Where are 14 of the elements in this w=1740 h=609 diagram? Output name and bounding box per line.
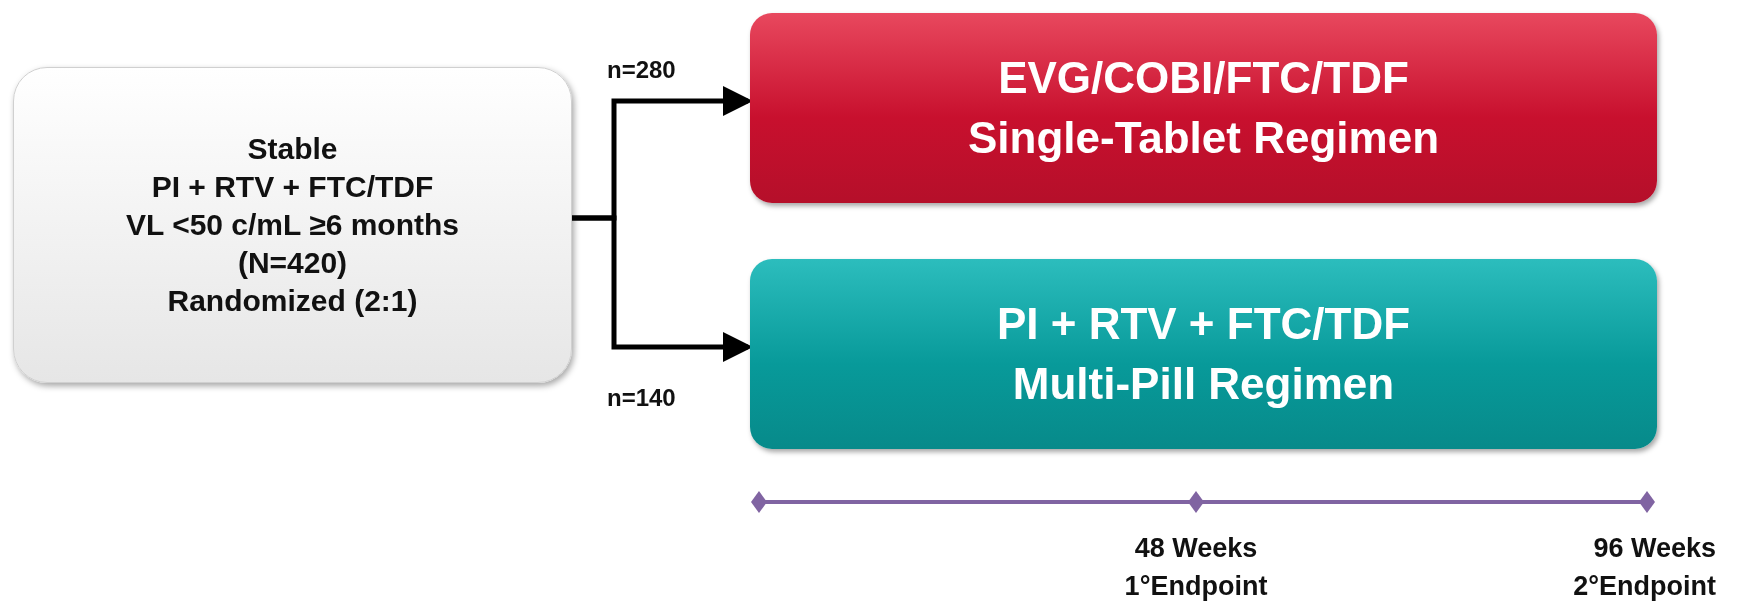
box-text: Single-Tablet Regimen: [968, 112, 1439, 164]
box-text: (N=420): [237, 245, 348, 281]
box-text: EVG/COBI/FTC/TDF: [998, 52, 1409, 104]
box-text: VL <50 c/mL ≥6 months: [126, 207, 459, 243]
treatment-arm-box: [750, 259, 1657, 449]
box-text: Multi-Pill Regimen: [1012, 358, 1395, 410]
inclusion-criteria-box: [13, 67, 572, 383]
timepoint-label: 48 Weeks 1°Endpoint: [1123, 532, 1269, 603]
box-text: Stable: [247, 131, 338, 167]
timepoint-label: 96 Weeks 2°Endpoint: [1572, 532, 1716, 603]
box-text: PI + RTV + FTC/TDF: [996, 298, 1411, 350]
box-text: PI + RTV + FTC/TDF: [151, 169, 434, 205]
treatment-arm-box: [750, 13, 1657, 203]
box-text: Randomized (2:1): [167, 283, 418, 319]
